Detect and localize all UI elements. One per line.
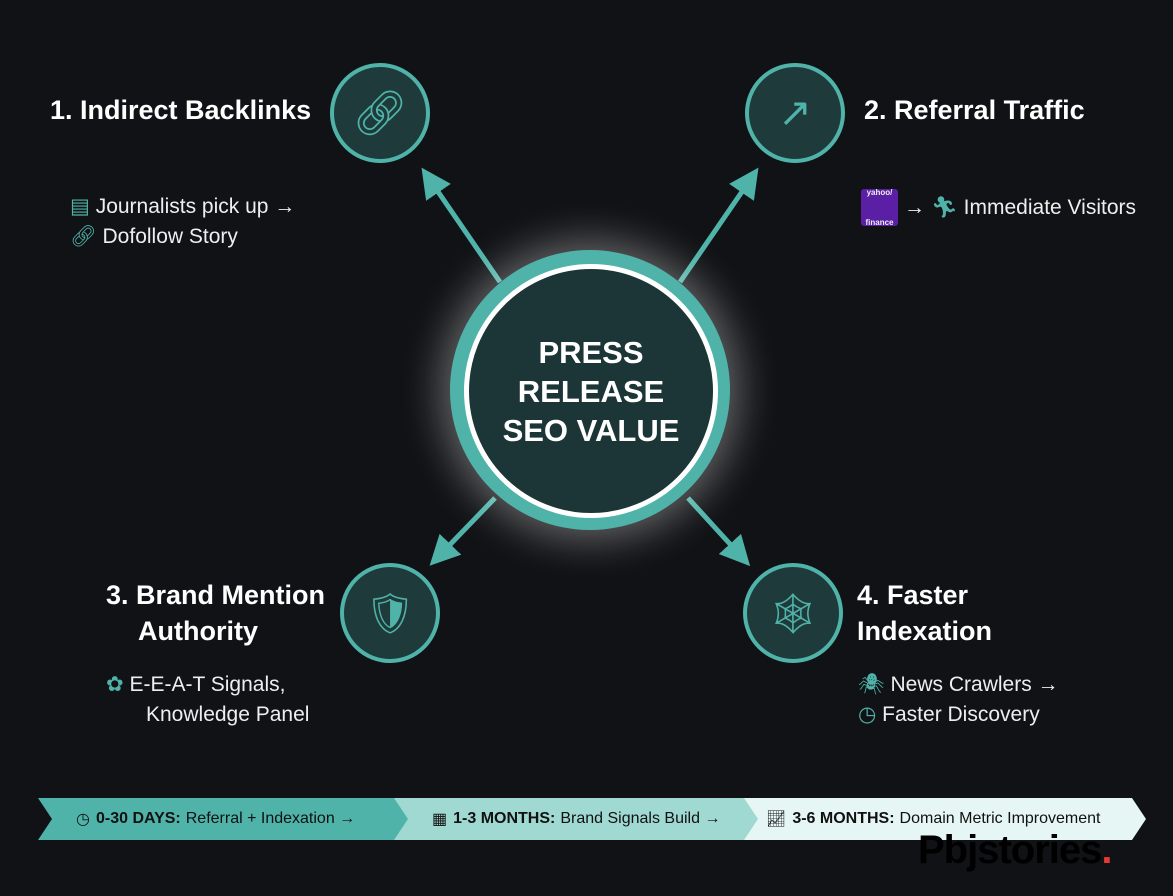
item-title: 1. Indirect Backlinks: [50, 95, 312, 125]
item-description: ✿ E-E-A-T Signals, Knowledge Panel: [106, 673, 310, 726]
clock-icon: ◷: [76, 811, 90, 828]
item-title: 2. Referral Traffic: [864, 95, 1085, 125]
chart-up-icon: 📈︎: [766, 811, 787, 828]
link-icon: 🔗︎: [330, 63, 430, 163]
growth-audience-icon: ↗: [745, 63, 845, 163]
item-description: ▤ Journalists pick up → 🔗︎ Dofollow Stor…: [70, 195, 296, 248]
building-icon: ▦: [432, 811, 448, 828]
center-line: RELEASE: [517, 373, 665, 409]
brain-icon: ✿: [106, 673, 124, 696]
item-description: yahoo/ finance → 🏃︎ Immediate Visitors: [861, 188, 1136, 227]
clock-icon: ◷: [858, 703, 877, 726]
central-hub: PRESS RELEASE SEO VALUE: [450, 250, 730, 530]
web-search-icon: 🕸︎: [743, 563, 843, 663]
running-person-icon: 🏃︎: [931, 195, 958, 219]
center-line: SEO VALUE: [502, 412, 680, 448]
yahoo-finance-logo: yahoo/ finance: [861, 188, 898, 227]
timeline-phase-1: ◷0-30 DAYS:Referral + Indexation →: [38, 798, 410, 840]
link-icon: 🔗︎: [70, 225, 97, 248]
timeline-phase-2: ▦1-3 MONTHS:Brand Signals Build →: [394, 798, 760, 840]
timeline-phase-3: 📈︎3-6 MONTHS:Domain Metric Improvement: [744, 798, 1146, 840]
shield-check-icon: 🛡︎: [340, 563, 440, 663]
center-line: PRESS: [538, 334, 644, 370]
item-description: 🕷︎ News Crawlers → ◷ Faster Discovery: [858, 673, 1059, 726]
spider-icon: 🕷︎: [858, 673, 885, 696]
document-edit-icon: ▤: [70, 195, 90, 218]
watermark: Pbjstories.: [918, 828, 1113, 872]
